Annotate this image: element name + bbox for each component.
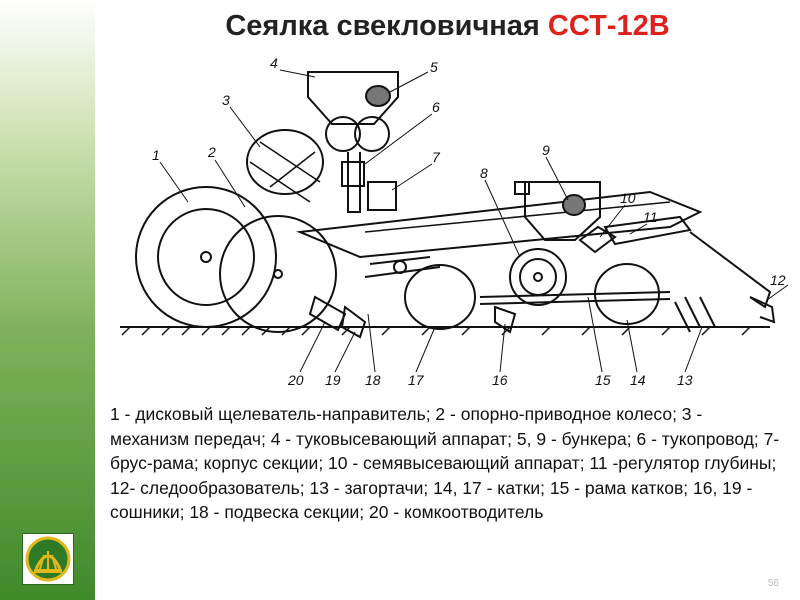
label-16: 16 — [492, 372, 508, 388]
label-6: 6 — [432, 99, 440, 115]
label-12: 12 — [770, 272, 786, 288]
label-13: 13 — [677, 372, 693, 388]
label-14: 14 — [630, 372, 646, 388]
label-10: 10 — [620, 190, 636, 206]
label-19: 19 — [325, 372, 341, 388]
label-18: 18 — [365, 372, 381, 388]
label-8: 8 — [480, 165, 488, 181]
university-logo-icon — [22, 533, 74, 585]
label-5: 5 — [430, 59, 438, 75]
label-15: 15 — [595, 372, 611, 388]
label-3: 3 — [222, 92, 230, 108]
label-1: 1 — [152, 147, 160, 163]
label-2: 2 — [207, 144, 216, 160]
page-title: Сеялка свекловичная ССТ-12В — [95, 10, 800, 43]
title-main: Сеялка свекловичная — [225, 10, 540, 42]
page-number: 56 — [768, 578, 780, 589]
label-20: 20 — [287, 372, 304, 388]
label-17: 17 — [408, 372, 425, 388]
label-11: 11 — [643, 209, 658, 225]
label-7: 7 — [432, 149, 441, 165]
seeder-diagram: 1 2 3 4 5 6 7 8 9 10 11 12 13 14 15 16 1… — [120, 55, 789, 388]
title-accent: ССТ-12В — [547, 10, 670, 42]
label-9: 9 — [542, 142, 550, 158]
label-4: 4 — [270, 55, 278, 71]
sidebar-gradient — [0, 0, 95, 600]
legend-caption: 1 - дисковый щелеватель-направитель; 2 -… — [110, 404, 780, 522]
